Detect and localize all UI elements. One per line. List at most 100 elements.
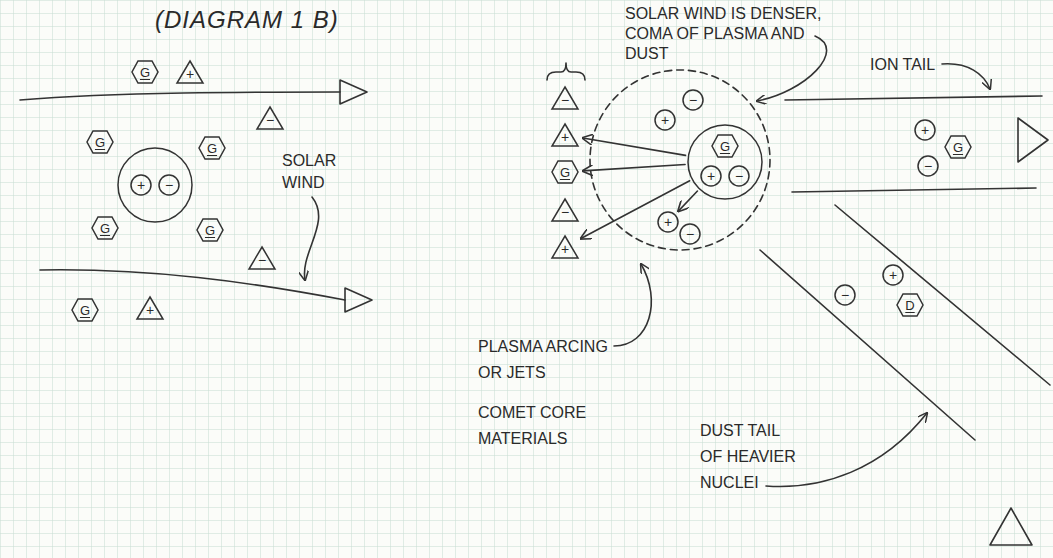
hexagon-symbol-shape [897, 294, 923, 316]
coma-note: SOLAR WIND IS DENSER, COMA OF PLASMA AND… [625, 4, 845, 64]
tail-direction-triangle [990, 508, 1032, 545]
dust-tail-label: DUST TAIL OF HEAVIER NUCLEI [700, 418, 804, 496]
charge-circle-shape [131, 175, 151, 195]
charge-circle: + [700, 165, 722, 187]
comet-nucleus: G + − [687, 124, 763, 200]
leader-line [614, 264, 651, 346]
hexagon-symbol: G [944, 135, 972, 159]
hexagon-symbol: G [86, 130, 114, 154]
charge-circle-shape [655, 110, 675, 130]
charge-circle: + [914, 119, 936, 141]
charge-circle: − [679, 223, 701, 245]
charge-circle-shape [658, 212, 678, 232]
symbol-text: G [95, 136, 105, 149]
symbol-text: + [186, 67, 194, 81]
charge-circle: + [130, 174, 152, 196]
charge-circle-shape [835, 285, 855, 305]
hexagon-symbol: G [91, 216, 119, 240]
solar-wind-label: SOLAR WIND [282, 150, 372, 194]
diagram-title: (DIAGRAM 1 B) [155, 6, 339, 34]
triangle-symbol: + [551, 123, 579, 147]
symbol-text: + [707, 169, 715, 183]
leader-line [304, 197, 318, 280]
symbol-text: + [664, 215, 672, 229]
hexagon-symbol: G [131, 60, 159, 84]
core-materials-label: COMET CORE MATERIALS [478, 400, 623, 452]
jet-arrow [583, 164, 685, 170]
symbol-text: G [720, 140, 730, 153]
charge-circle: + [654, 109, 676, 131]
triangle-symbol: + [176, 60, 204, 84]
hexagon-symbol-shape [552, 161, 578, 183]
dust-tail-edge [760, 250, 975, 440]
triangle-symbol-shape [552, 236, 578, 258]
hexagon-symbol-shape [87, 131, 113, 153]
symbol-text: + [661, 113, 669, 127]
triangle-symbol: − [256, 106, 284, 130]
dust-tail-edge [835, 205, 1050, 385]
triangle-symbol: − [551, 86, 579, 110]
hexagon-symbol-shape [712, 135, 738, 157]
symbol-text: G [953, 141, 963, 154]
charge-circle-shape [915, 120, 935, 140]
charge-circle-shape [683, 90, 703, 110]
symbol-text: − [924, 159, 932, 173]
comet-nucleus-shape [118, 148, 192, 222]
symbol-text: G [80, 304, 90, 317]
triangle-symbol: + [551, 235, 579, 259]
triangle-symbol: + [136, 296, 164, 320]
jet-arrow [678, 191, 697, 211]
bracket [547, 63, 585, 80]
solar-wind-stream [40, 270, 345, 300]
symbol-text: − [266, 113, 274, 127]
symbol-text: + [561, 242, 569, 256]
leader-line [942, 64, 990, 89]
charge-circle-shape [918, 156, 938, 176]
solar-wind-arrowhead [340, 80, 367, 104]
symbol-text: + [921, 123, 929, 137]
ion-tail-label: ION TAIL [870, 55, 980, 75]
hexagon-symbol-shape [132, 61, 158, 83]
symbol-text: − [689, 93, 697, 107]
symbol-text: − [561, 93, 569, 107]
hexagon-symbol-shape [945, 136, 971, 158]
symbol-text: G [100, 222, 110, 235]
solar-wind-stream [20, 92, 340, 100]
charge-circle: − [728, 165, 750, 187]
hexagon-symbol: G [71, 298, 99, 322]
jet-arrow [583, 138, 686, 155]
charge-circle-shape [680, 224, 700, 244]
hexagon-symbol-shape [92, 217, 118, 239]
charge-circle-shape [159, 175, 179, 195]
hexagon-symbol-shape [199, 137, 225, 159]
ion-tail-edge [785, 96, 1042, 100]
symbol-text: − [841, 288, 849, 302]
symbol-text: D [905, 299, 914, 312]
triangle-symbol: − [248, 246, 276, 270]
triangle-symbol-shape [552, 124, 578, 146]
charge-circle-shape [729, 166, 749, 186]
symbol-text: G [560, 166, 570, 179]
symbol-text: G [140, 66, 150, 79]
hexagon-symbol-shape [197, 219, 223, 241]
charge-circle: − [834, 284, 856, 306]
symbol-text: G [207, 142, 217, 155]
symbol-text: − [561, 205, 569, 219]
symbol-text: + [561, 130, 569, 144]
symbol-text: − [735, 169, 743, 183]
symbol-text: + [146, 303, 154, 317]
comet-nucleus: +− [117, 147, 193, 223]
charge-circle: − [917, 155, 939, 177]
symbol-text: − [686, 227, 694, 241]
triangle-symbol-shape [552, 199, 578, 221]
triangle-symbol-shape [249, 247, 275, 269]
triangle-symbol-shape [137, 297, 163, 319]
charge-circle: − [682, 89, 704, 111]
tail-direction-triangle [1018, 118, 1048, 162]
hexagon-symbol: G [196, 218, 224, 242]
ion-tail-edge [792, 188, 1036, 192]
triangle-symbol-shape [177, 61, 203, 83]
charge-circle: − [158, 174, 180, 196]
